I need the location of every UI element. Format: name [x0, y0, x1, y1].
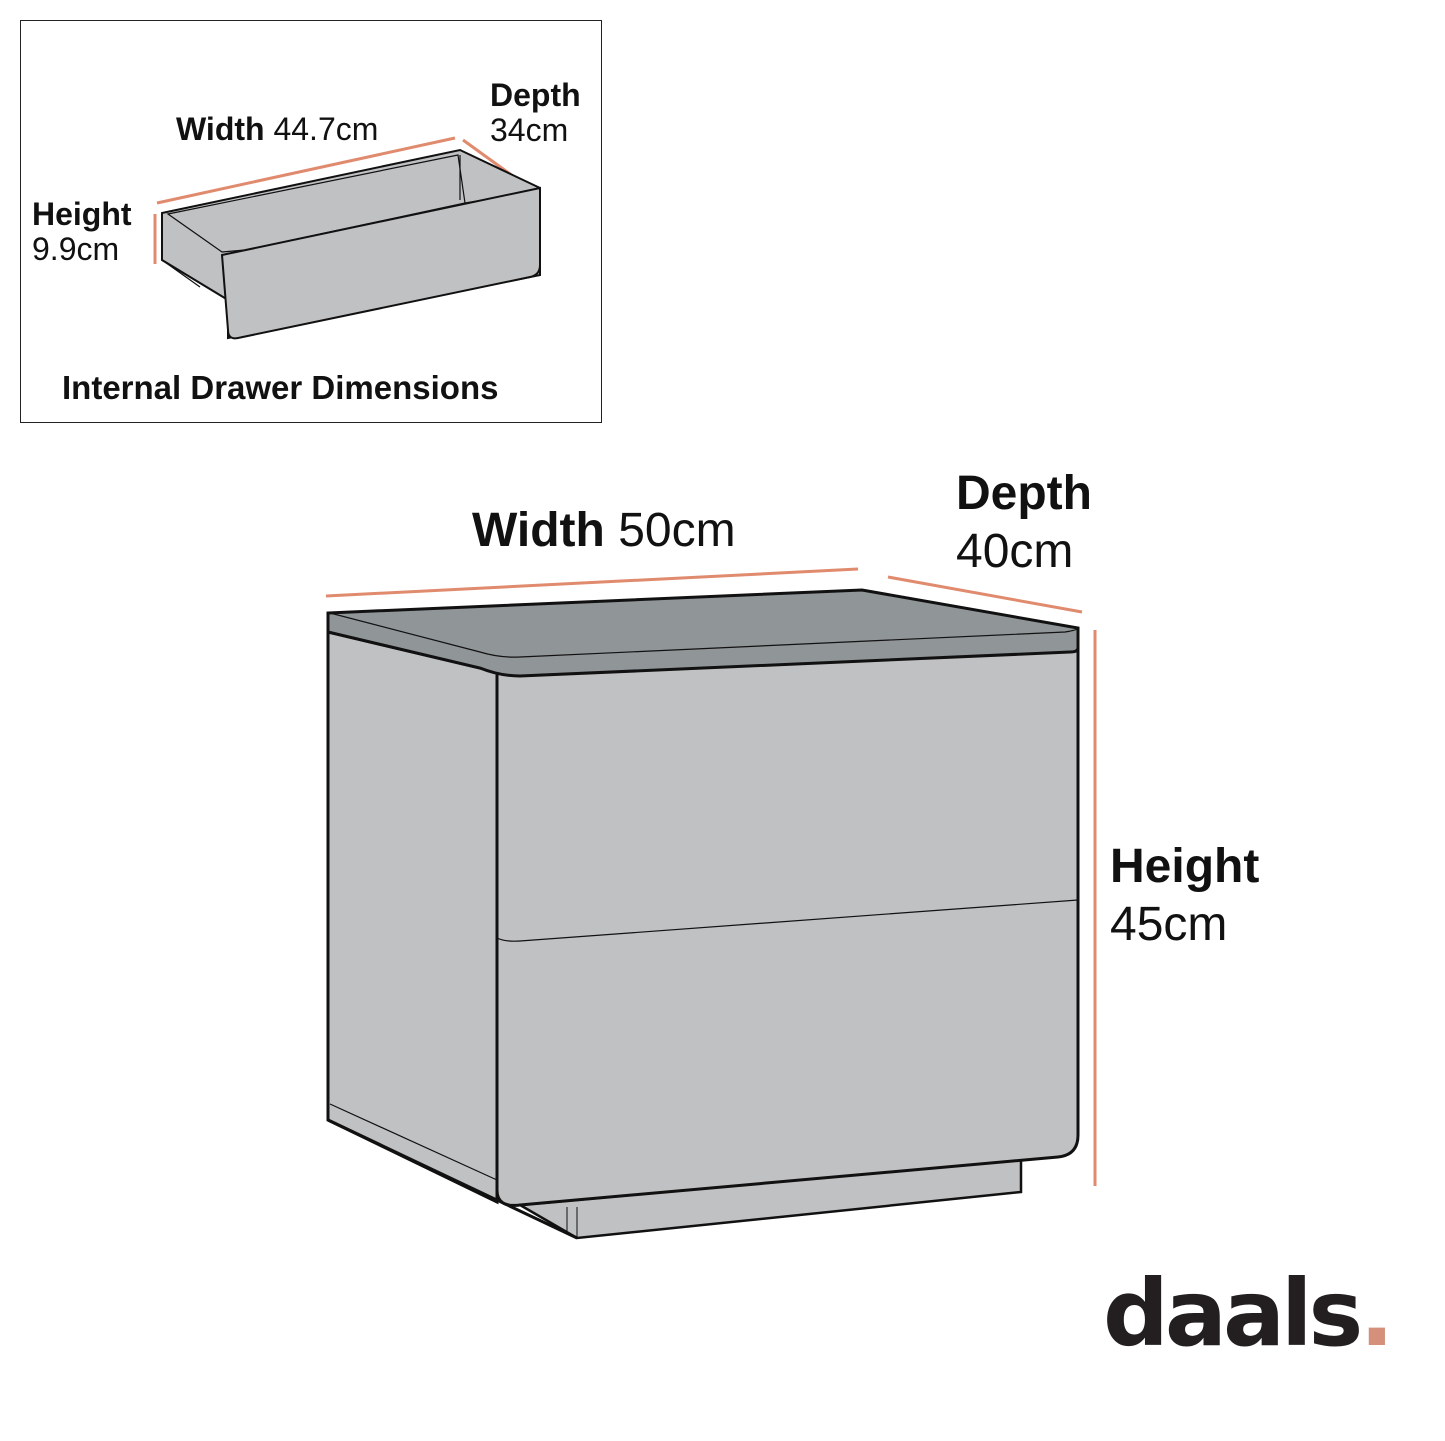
width-label: Width 50cm — [472, 504, 736, 558]
logo-wordmark: daals — [1103, 1260, 1363, 1367]
depth-label-text: Depth — [956, 467, 1092, 520]
width-label-text: Width — [472, 504, 605, 557]
drawer-depth-label: Depth 34cm — [490, 77, 581, 149]
height-label-text: Height — [1110, 840, 1260, 893]
drawer-illustration — [153, 136, 541, 340]
height-value: 45cm — [1110, 897, 1228, 951]
drawer-height-label-text: Height — [32, 196, 132, 232]
drawer-width-dimension-line — [156, 136, 456, 205]
width-dimension-line — [325, 567, 859, 598]
width-value: 50cm — [618, 504, 736, 557]
depth-dimension-line — [887, 575, 1083, 614]
nightstand-illustration — [325, 567, 1097, 1240]
drawer-width-label-text: Width — [176, 111, 265, 147]
drawer-height-label: Height 9.9cm — [32, 196, 132, 268]
daals-logo: daals. — [1103, 1268, 1394, 1360]
drawer-width-value: 44.7cm — [273, 111, 379, 147]
drawer-width-label: Width 44.7cm — [176, 111, 379, 147]
drawer-height-value: 9.9cm — [32, 231, 120, 268]
drawer-depth-value: 34cm — [490, 112, 569, 149]
depth-label: Depth 40cm — [956, 465, 1092, 580]
inset-title: Internal Drawer Dimensions — [62, 369, 499, 406]
drawer-depth-label-text: Depth — [490, 77, 581, 113]
height-label: Height 45cm — [1110, 838, 1259, 953]
depth-value: 40cm — [956, 524, 1074, 578]
logo-dot: . — [1359, 1260, 1394, 1367]
